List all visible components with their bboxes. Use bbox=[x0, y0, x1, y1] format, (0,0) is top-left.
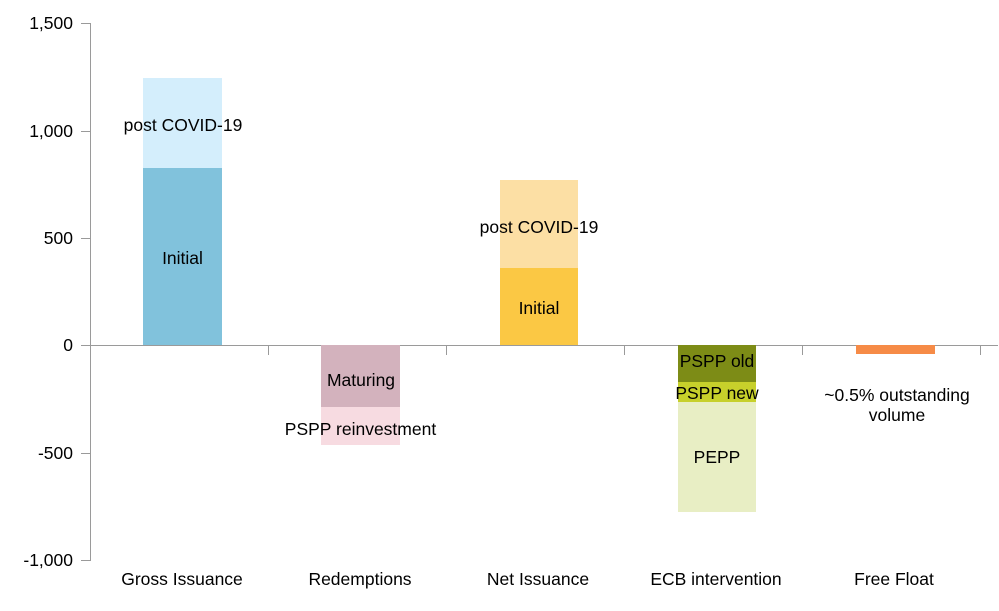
bar-free-float bbox=[856, 345, 935, 354]
y-tick-1000 bbox=[81, 131, 90, 132]
bar-label-ecb-pspp-old: PSPP old bbox=[679, 351, 755, 371]
bar-gross-issuance-post-covid bbox=[143, 78, 222, 168]
y-tick-label-1000: 1,000 bbox=[29, 121, 73, 141]
bar-net-issuance-post-covid bbox=[500, 180, 578, 268]
category-label-free-float: Free Float bbox=[854, 569, 934, 589]
category-label-net-issuance: Net Issuance bbox=[486, 569, 590, 589]
y-tick-neg500 bbox=[81, 453, 90, 454]
y-tick-label-neg1000: -1,000 bbox=[23, 550, 73, 570]
y-tick-0 bbox=[81, 345, 90, 346]
category-separator bbox=[980, 345, 981, 355]
y-axis-line bbox=[90, 23, 91, 561]
bar-label-gross-initial: Initial bbox=[162, 248, 203, 268]
bar-net-issuance-initial bbox=[500, 268, 578, 345]
bar-label-net-post-covid: post COVID-19 bbox=[479, 217, 599, 237]
zero-baseline bbox=[90, 345, 998, 346]
y-tick-label-neg500: -500 bbox=[37, 443, 73, 463]
bar-gross-issuance-initial bbox=[143, 168, 222, 345]
bar-annotation-free-float: ~0.5% outstanding volume bbox=[824, 385, 970, 426]
category-separator bbox=[624, 345, 625, 355]
bar-ecb-pepp bbox=[678, 402, 756, 512]
bar-label-redemptions-pspp-reinvestment: PSPP reinvestment bbox=[284, 419, 437, 439]
category-label-gross-issuance: Gross Issuance bbox=[121, 569, 243, 589]
bar-label-net-initial: Initial bbox=[518, 298, 560, 318]
category-label-ecb-intervention: ECB intervention bbox=[650, 569, 782, 589]
bar-redemptions-maturing bbox=[321, 345, 400, 407]
bar-ecb-pspp-old bbox=[678, 345, 756, 382]
bar-label-redemptions-maturing: Maturing bbox=[326, 370, 396, 390]
bar-label-ecb-pspp-new: PSPP new bbox=[675, 383, 759, 403]
category-separator bbox=[446, 345, 447, 355]
bar-label-ecb-pepp: PEPP bbox=[693, 447, 741, 467]
y-tick-label-0: 0 bbox=[63, 335, 73, 355]
category-separator bbox=[268, 345, 269, 355]
bar-redemptions-pspp-reinvestment bbox=[321, 407, 400, 445]
y-tick-1500 bbox=[81, 23, 90, 24]
bar-label-gross-post-covid: post COVID-19 bbox=[123, 115, 243, 135]
category-separator bbox=[802, 345, 803, 355]
y-tick-500 bbox=[81, 238, 90, 239]
y-tick-label-1500: 1,500 bbox=[29, 13, 73, 33]
y-tick-neg1000 bbox=[81, 560, 90, 561]
bar-ecb-pspp-new bbox=[678, 382, 756, 402]
category-label-redemptions: Redemptions bbox=[308, 569, 412, 589]
y-tick-label-500: 500 bbox=[43, 228, 73, 248]
